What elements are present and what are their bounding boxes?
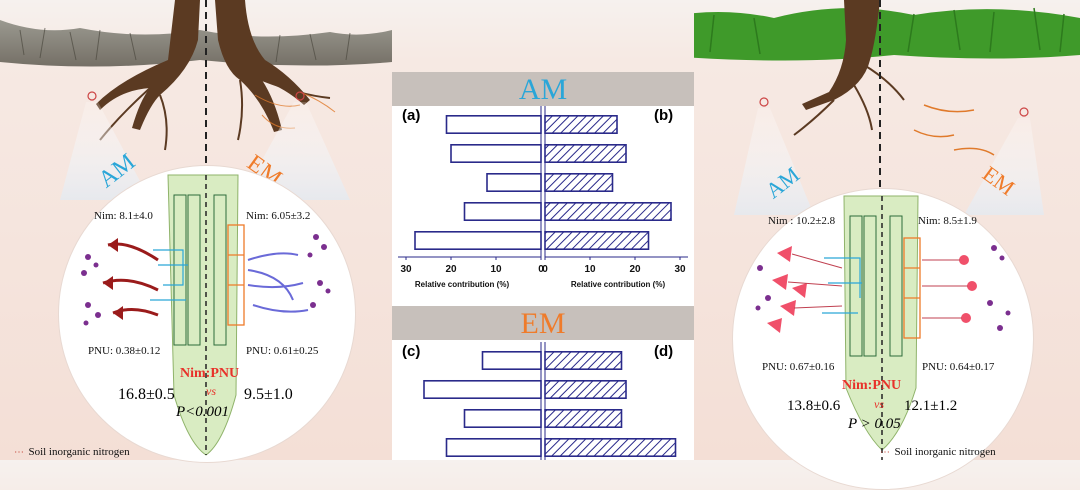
grass-band-right [694,8,1080,61]
bar-right [544,437,677,457]
bar-right [544,114,618,134]
x-axis-label-left: Relative contribution (%) [415,280,510,289]
em-title: EM [392,306,694,340]
left-illustration [0,0,392,460]
x-axis-label-right: Relative contribution (%) [571,280,666,289]
nitrogen-dots-icon: ⋯ [14,447,24,458]
cone-em-left [240,102,350,200]
panel-letter-right: (b) [654,107,673,124]
panel-letter-left: (a) [402,107,420,124]
p-value-left: P<0.001 [176,404,230,420]
ratio-vs-right: vs [874,397,884,411]
bar-left [450,144,542,164]
x-tick-label-right: 0 [542,264,548,275]
panel-letter-left: (c) [402,343,420,360]
ratio-right-am: 13.8±0.6 [787,398,841,414]
pnu-left-am: PNU: 0.38±0.12 [88,345,161,357]
ratio-left-am: 16.8±0.5 [118,386,175,403]
panel-letter-right: (d) [654,343,673,360]
x-tick-label-right: 30 [674,264,686,275]
x-tick-label-left: 0 [538,264,544,275]
nim-left-am: Nim: 8.1±4.0 [94,210,153,222]
legend-left-text: Soil inorganic nitrogen [28,446,130,458]
bar-charts: (a)(b)SoilSoilClimateClimatePlantPlantMi… [398,106,688,460]
bar-right [544,350,623,370]
tree-trunk-right [215,0,310,132]
bar-right [544,408,623,428]
pnu-right-em: PNU: 0.64±0.17 [922,361,995,373]
pnu-left-em: PNU: 0.61±0.25 [246,345,319,357]
root-detail-left [81,174,331,456]
x-tick-label-left: 10 [490,264,502,275]
pnu-right-am: PNU: 0.67±0.16 [762,361,835,373]
bar-left [463,202,542,222]
legend-right-text: Soil inorganic nitrogen [894,446,996,458]
bar-left [445,114,542,134]
bar-right [544,144,627,164]
bar-left [423,379,542,399]
legend-left: ⋯ Soil inorganic nitrogen [14,442,130,460]
bar-right [544,173,614,193]
right-illustration [694,0,1080,460]
bar-left [463,408,542,428]
cone-am-right [734,108,814,215]
x-tick-label-left: 30 [400,264,412,275]
bar-left [481,350,542,370]
x-tick-label-right: 10 [584,264,596,275]
ratio-left-em: 9.5±1.0 [244,386,293,403]
p-value-right: P > 0.05 [848,416,901,432]
root-detail-right [755,195,1011,460]
bar-left [445,437,542,457]
ratio-title-left: Nim:PNU [180,366,240,381]
ratio-vs-left: vs [206,384,216,398]
cone-am-left [60,102,150,200]
bar-right [544,231,650,251]
nitrogen-dots-icon: ⋯ [880,447,890,458]
tree-trunk-left [96,0,200,130]
nim-right-am: Nim : 10.2±2.8 [768,215,836,227]
bar-left [414,231,542,251]
bar-left [486,173,542,193]
nim-left-em: Nim: 6.05±3.2 [246,210,311,222]
x-tick-label-left: 20 [445,264,457,275]
am-title: AM [392,72,694,106]
bar-right [544,202,672,222]
x-tick-label-right: 20 [629,264,641,275]
ratio-title-right: Nim:PNU [842,378,902,393]
legend-right: ⋯ Soil inorganic nitrogen [880,442,996,460]
tree-trunk-right-tree [802,0,880,110]
cone-em-right [964,118,1044,215]
bar-right [544,379,627,399]
ratio-right-em: 12.1±1.2 [904,398,958,414]
nim-right-em: Nim: 8.5±1.9 [918,215,977,227]
